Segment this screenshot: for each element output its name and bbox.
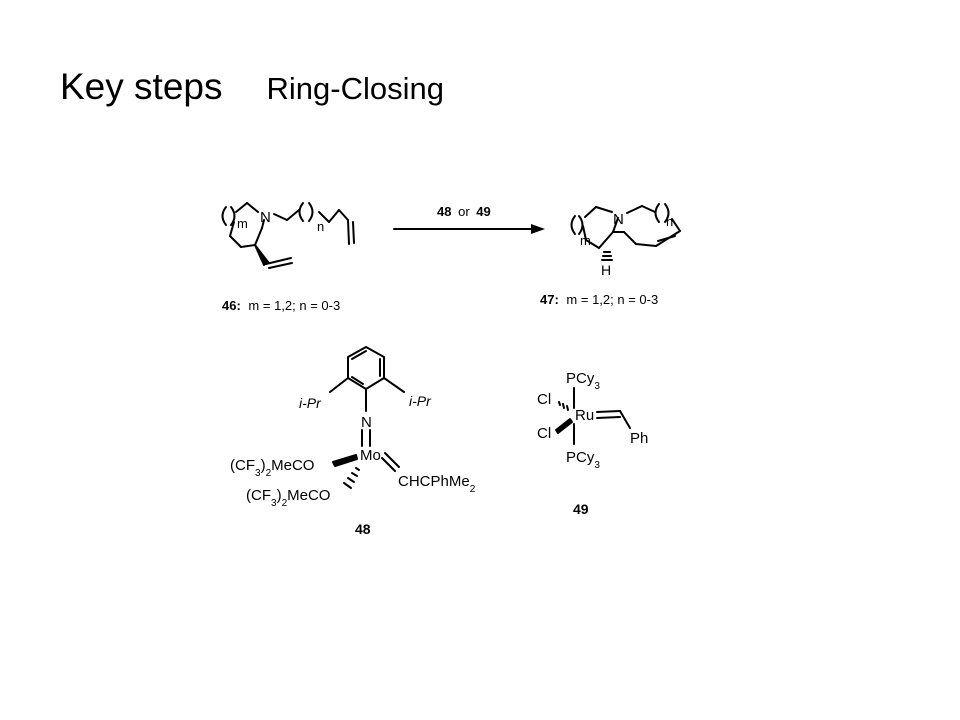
cat49-pcy-bottom: PCy3: [566, 449, 600, 471]
cat48-label: 48: [355, 521, 371, 537]
substrate-46-structure: [229, 202, 355, 269]
substrate-caption-text: m = 1,2; n = 0-3: [248, 298, 340, 313]
cat48-n-atom: N: [361, 414, 372, 431]
product-caption-id: 47:: [540, 292, 559, 307]
product-paren2-left: [654, 203, 660, 223]
product-paren-left: [570, 215, 576, 235]
product-paren2-right: [664, 203, 670, 223]
product-paren-right: [578, 215, 584, 235]
substrate-paren-left: [221, 206, 227, 226]
product-caption-text: m = 1,2; n = 0-3: [566, 292, 658, 307]
cat49-label: 49: [573, 501, 589, 517]
cat49-cl-bottom: Cl: [537, 425, 551, 442]
title-ring-closing: Ring-Closing: [266, 71, 444, 106]
product-caption: 47: m = 1,2; n = 0-3: [540, 292, 658, 307]
product-index-m: m: [580, 233, 591, 248]
cat49-cl-top: Cl: [537, 391, 551, 408]
cat48-alkylidene: CHCPhMe2: [398, 473, 476, 495]
cat49-ru-atom: Ru: [575, 407, 594, 424]
substrate-paren-right: [230, 206, 236, 226]
cat48-ipr-left: i-Pr: [299, 395, 322, 411]
product-47-structure: [582, 205, 681, 261]
cat49-pcy-top-main: PCy: [566, 370, 595, 387]
substrate-paren2-right: [308, 202, 314, 222]
product-h-atom: H: [601, 262, 611, 278]
cat49-pcy-top-sub: 3: [594, 381, 600, 392]
cat48-ligand-top: (CF3)2MeCO: [230, 457, 314, 479]
product-n-atom: N: [613, 211, 624, 228]
reagent-label: 48 or 49: [437, 204, 491, 219]
cat49-pcy-top: PCy3: [566, 370, 600, 392]
cat49-pcy-bottom-main: PCy: [566, 449, 595, 466]
title-key-steps: Key steps: [60, 66, 223, 107]
reaction-arrow-head: [531, 224, 545, 234]
catalyst-48-structure: [329, 346, 405, 489]
cat49-ph: Ph: [630, 430, 648, 447]
product-index-n: n: [666, 214, 673, 229]
cat48-mo-atom: Mo: [360, 447, 381, 464]
cat48-alkylidene-sub: 2: [470, 484, 476, 495]
catalyst-49-structure: [555, 387, 631, 445]
substrate-n-atom: N: [260, 209, 271, 226]
reagent-cat-48: 48: [437, 204, 451, 219]
substrate-paren2-left: [298, 202, 304, 222]
substrate-index-n: n: [317, 219, 324, 234]
substrate-index-m: m: [237, 216, 248, 231]
slide-title: Key steps Ring-Closing: [60, 66, 444, 108]
cat48-ligand-bottom: (CF3)2MeCO: [246, 487, 330, 509]
reagent-or: or: [458, 204, 470, 219]
reagent-cat-49: 49: [476, 204, 490, 219]
cat49-pcy-bottom-sub: 3: [594, 460, 600, 471]
substrate-caption: 46: m = 1,2; n = 0-3: [222, 298, 340, 313]
cat48-ipr-right: i-Pr: [409, 393, 432, 409]
cat48-alkylidene-main: CHCPhMe: [398, 473, 470, 490]
substrate-caption-id: 46:: [222, 298, 241, 313]
